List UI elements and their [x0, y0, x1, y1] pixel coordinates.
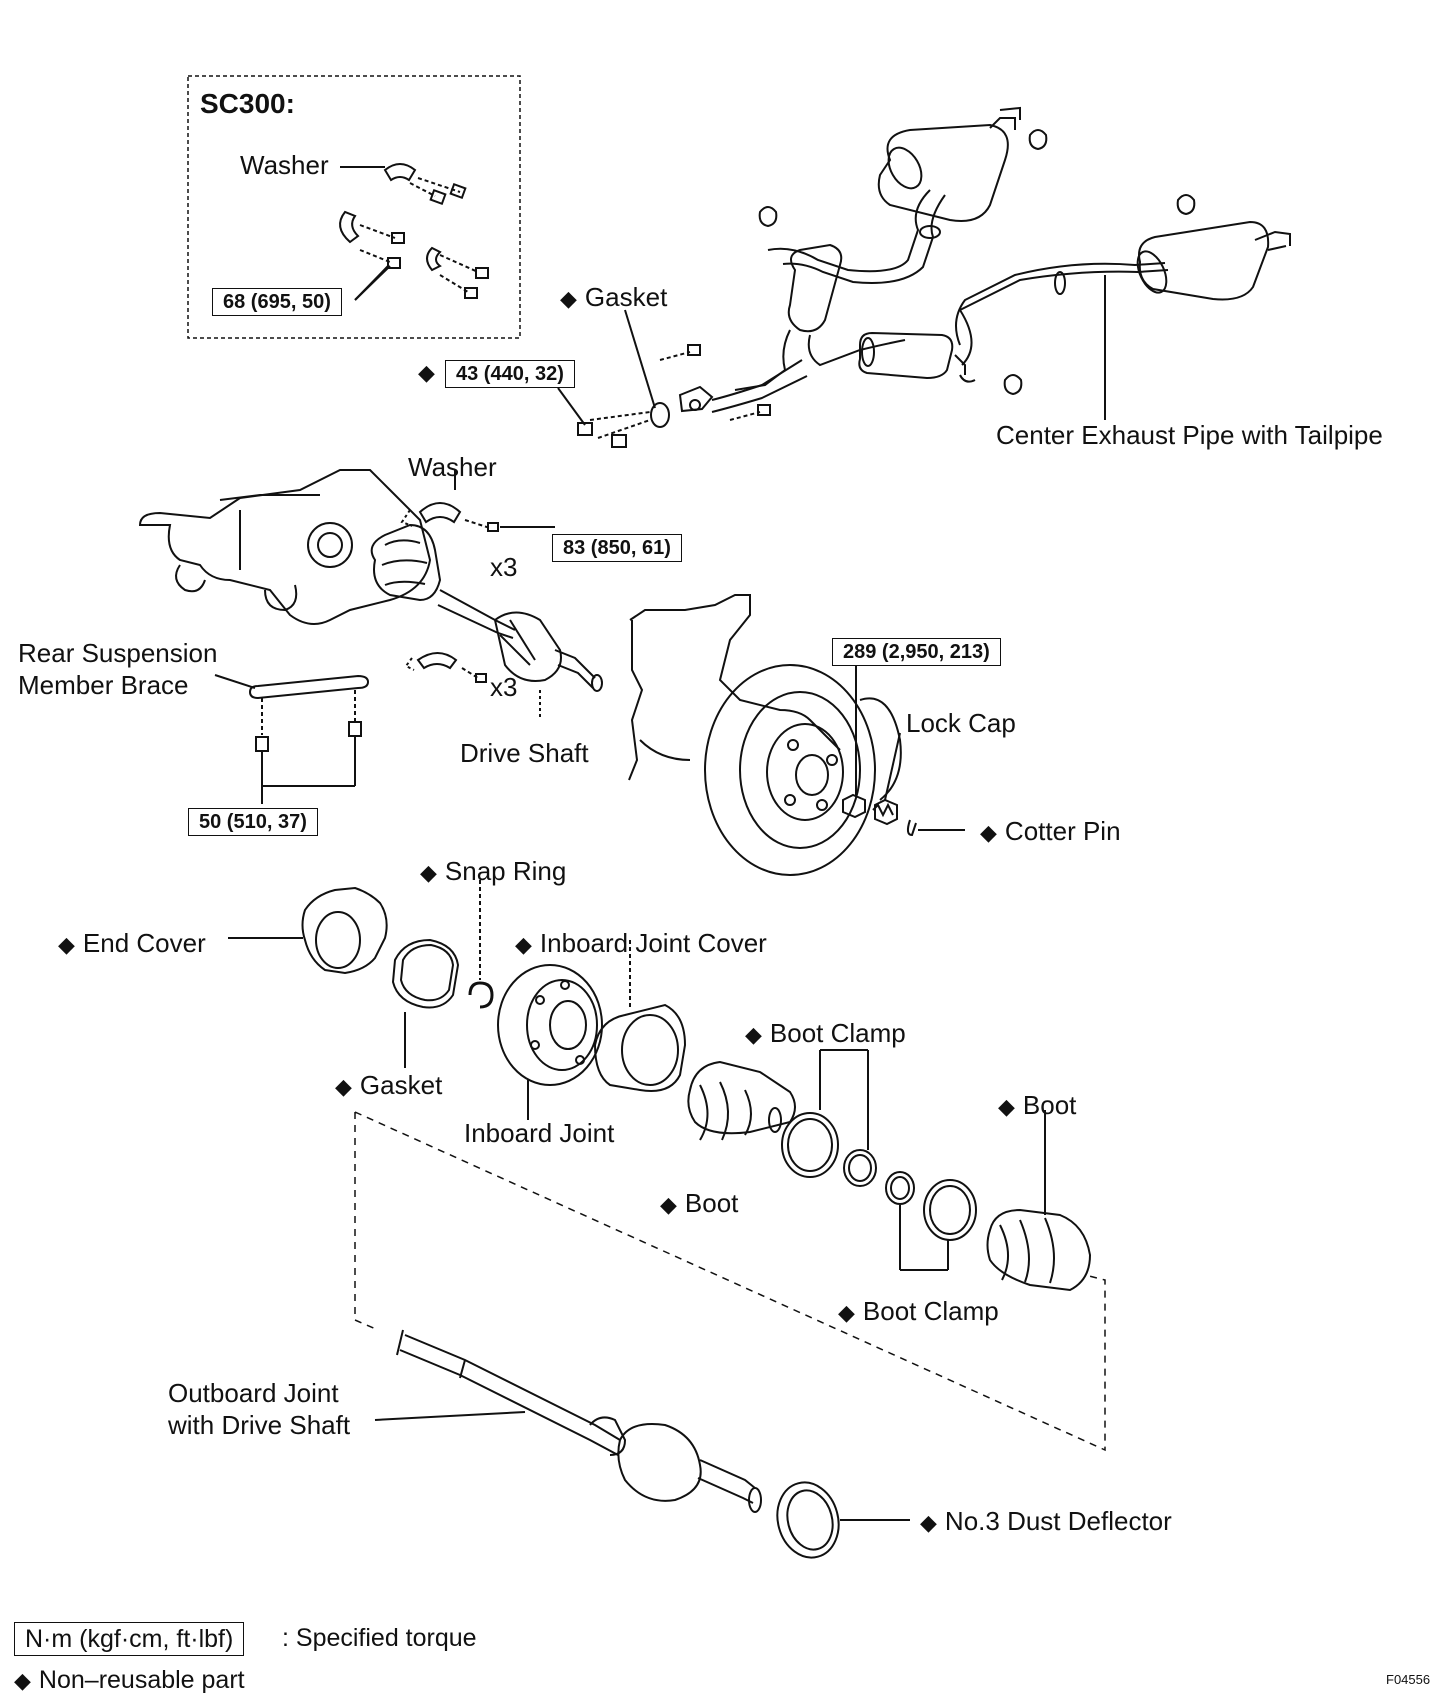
differential-carrier [138, 469, 432, 625]
boot-clamp-lower-label: Boot Clamp [838, 1296, 999, 1328]
diff-washer-label: Washer [408, 452, 497, 482]
cotter-pin-label: Cotter Pin [980, 816, 1121, 848]
sc300-title: SC300: [200, 88, 295, 119]
sc300-washer-hardware [339, 163, 489, 301]
brace-label-line1: Rear Suspension [18, 638, 218, 668]
leader-68 [354, 265, 391, 301]
member-brace [214, 674, 370, 804]
exhaust-gasket-label: Gasket [560, 282, 667, 314]
exhaust-torque-box: 43 (440, 32) [445, 360, 575, 388]
diff-torque-box: 83 (850, 61) [552, 534, 682, 562]
sc300-torque-box: 68 (695, 50) [212, 288, 342, 316]
inboard-joint-cover-label: Inboard Joint Cover [515, 928, 767, 960]
figure-code: F04556 [1386, 1672, 1431, 1687]
qty-lower-label: x3 [490, 672, 518, 702]
exploded-parts [228, 880, 1106, 1559]
sc300-inset-frame [187, 75, 521, 339]
hub-nut-torque-box: 289 (2,950, 213) [832, 638, 1001, 666]
rear-axle-hub [628, 594, 965, 876]
qty-upper-label: x3 [490, 552, 518, 582]
legend-nonreusable: Non–reusable part [14, 1664, 245, 1697]
exhaust-system [557, 106, 1291, 448]
lock-cap-label: Lock Cap [906, 708, 1016, 738]
gasket-label: Gasket [335, 1070, 442, 1102]
outboard-joint-label-line1: Outboard Joint [168, 1378, 339, 1408]
boot-clamp-upper-label: Boot Clamp [745, 1018, 906, 1050]
dust-deflector-label: No.3 Dust Deflector [920, 1506, 1172, 1538]
boot-right-label: Boot [998, 1090, 1077, 1122]
drive-shaft-label: Drive Shaft [460, 738, 589, 768]
sc300-washer-label: Washer [240, 150, 329, 180]
center-exhaust-pipe-label: Center Exhaust Pipe with Tailpipe [996, 420, 1383, 450]
snap-ring-label: Snap Ring [420, 856, 566, 888]
end-cover-label: End Cover [58, 928, 206, 960]
brace-label-line2: Member Brace [18, 670, 189, 700]
brace-torque-box: 50 (510, 37) [188, 808, 318, 836]
legend-torque-desc: : Specified torque [282, 1624, 477, 1652]
outboard-joint-label-line2: with Drive Shaft [168, 1410, 351, 1440]
boot-lower-label: Boot [660, 1188, 739, 1220]
legend-torque-units: N·m (kgf·cm, ft·lbf) [14, 1622, 245, 1656]
exhaust-torque-diamond: ◆ [418, 360, 435, 385]
inboard-joint-label: Inboard Joint [464, 1118, 615, 1148]
drive-shaft-assembly [370, 470, 603, 720]
